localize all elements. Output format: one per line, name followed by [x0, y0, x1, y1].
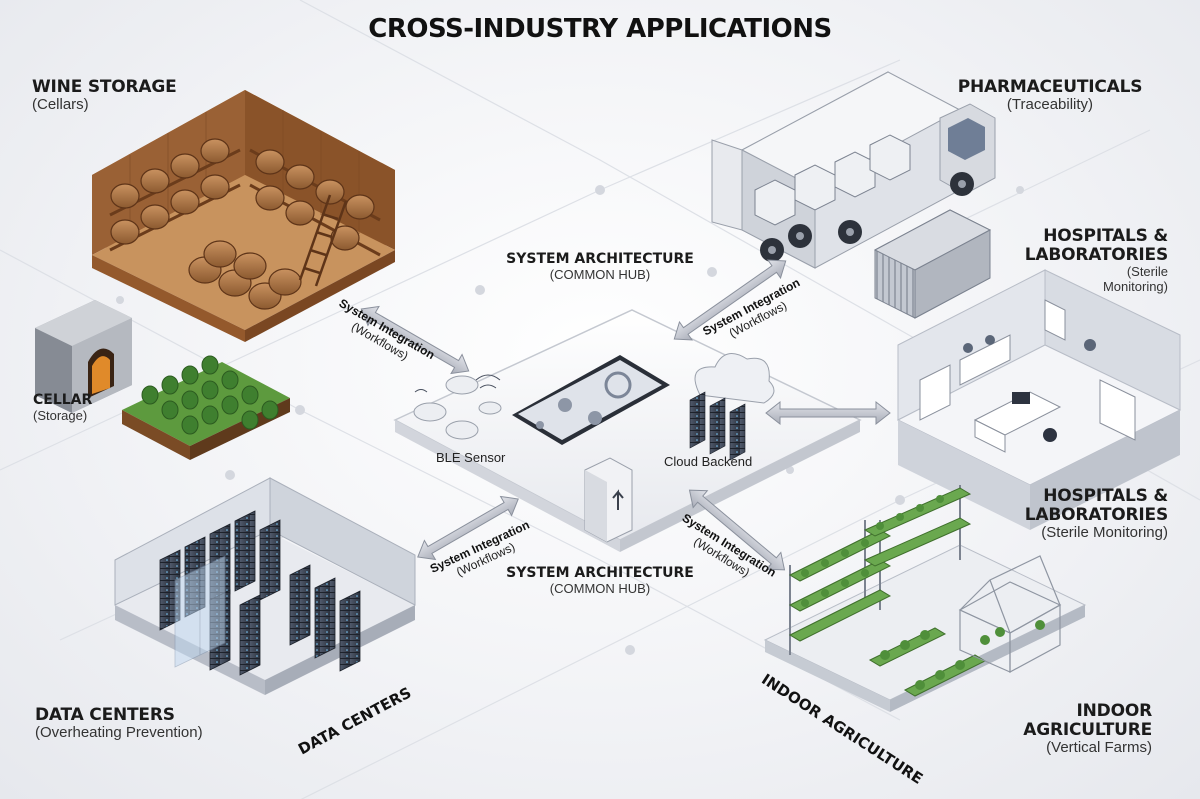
pharmaceuticals-subtitle: (Traceability): [1006, 96, 1094, 114]
shipping-container-illustration: [873, 209, 992, 319]
cellar-arch-illustration: [35, 300, 132, 413]
hospitals-top-label: HOSPITALS & LABORATORIES (Sterile Monito…: [1024, 226, 1168, 294]
hospitals-bottom-label: HOSPITALS & LABORATORIES (Sterile Monito…: [1024, 486, 1168, 542]
vineyard-illustration: [122, 355, 290, 460]
wine-storage-subtitle: (Cellars): [32, 96, 89, 114]
hospitals-bottom-subtitle: (Sterile Monitoring): [1041, 524, 1168, 542]
data-centers-subtitle: (Overheating Prevention): [35, 724, 203, 742]
data-centers-title: DATA CENTERS: [35, 705, 175, 725]
hub-bottom-label: SYSTEM ARCHITECTURE (COMMON HUB): [500, 565, 700, 596]
hub-top-title: SYSTEM ARCHITECTURE: [506, 251, 694, 267]
page-title: CROSS-INDUSTRY APPLICATIONS: [368, 14, 832, 44]
hospitals-top-title-1: HOSPITALS &: [1043, 226, 1168, 246]
integration-arrows: [360, 259, 891, 571]
wine-cellar-illustration: [92, 90, 395, 342]
indoor-agriculture-illustration: [763, 485, 1087, 712]
ble-sensor-illustration: [413, 374, 502, 440]
data-center-illustration: [114, 477, 416, 695]
hospital-lab-illustration: [896, 269, 1182, 530]
cellar-title: CELLAR: [33, 392, 93, 408]
cellar-subtitle: (Storage): [33, 407, 88, 423]
hub-bottom-title: SYSTEM ARCHITECTURE: [506, 565, 694, 581]
indoor-agriculture-title-1: INDOOR: [1076, 701, 1153, 721]
hospitals-bottom-title-2: LABORATORIES: [1024, 505, 1168, 526]
indoor-agriculture-subtitle: (Vertical Farms): [1046, 739, 1152, 757]
hospitals-top-subtitle-2: Monitoring): [1102, 278, 1168, 294]
hub-top-subtitle: (COMMON HUB): [549, 266, 651, 282]
indoor-agriculture-title-2: AGRICULTURE: [1023, 720, 1152, 741]
wine-storage-title: WINE STORAGE: [32, 77, 177, 97]
pharmaceuticals-title: PHARMACEUTICALS: [957, 77, 1143, 97]
pharma-truck-illustration: [711, 71, 996, 269]
hospitals-bottom-title-1: HOSPITALS &: [1043, 486, 1168, 506]
cloud-backend-illustration: [689, 353, 775, 461]
hospitals-top-subtitle-1: (Sterile: [1126, 264, 1168, 280]
upload-server-illustration: [584, 457, 633, 543]
pharmaceuticals-label: PHARMACEUTICALS (Traceability): [950, 77, 1150, 114]
hospitals-top-title-2: LABORATORIES: [1024, 245, 1168, 266]
network-nodes: [116, 185, 1024, 655]
hub-top-label: SYSTEM ARCHITECTURE (COMMON HUB): [500, 251, 700, 282]
hub-bottom-subtitle: (COMMON HUB): [549, 580, 651, 596]
cloud-backend-label: Cloud Backend: [664, 454, 753, 469]
indoor-agriculture-label: INDOOR AGRICULTURE (Vertical Farms): [1023, 701, 1153, 757]
cellar-label: CELLAR (Storage): [33, 392, 93, 423]
data-centers-label: DATA CENTERS (Overheating Prevention): [35, 705, 203, 742]
wine-storage-label: WINE STORAGE (Cellars): [32, 77, 177, 114]
smartphone-illustration: [512, 355, 670, 445]
ble-sensor-label: BLE Sensor: [436, 450, 506, 465]
